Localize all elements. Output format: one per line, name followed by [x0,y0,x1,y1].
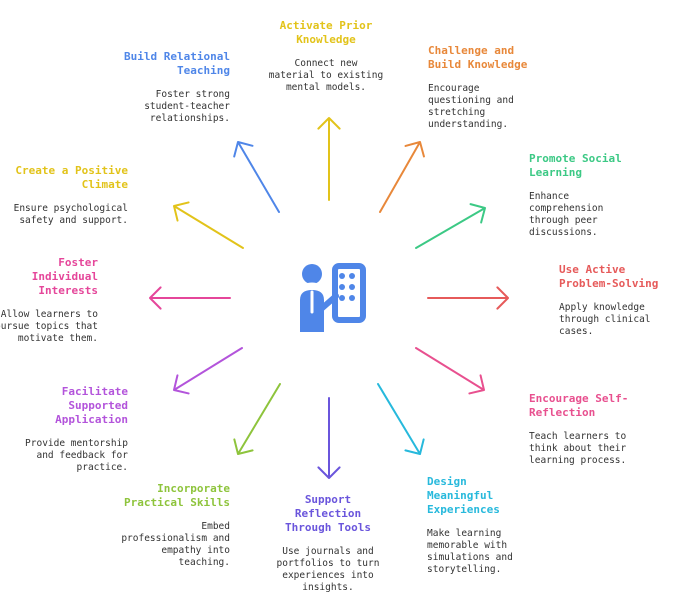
node-title: Incorporate Practical Skills [124,482,230,509]
node-description: Embed professionalism and empathy into t… [121,521,230,568]
arrow [173,201,244,249]
node-design-meaningful-experiences: Design Meaningful Experiences Make learn… [427,475,577,576]
node-build-relational-teaching: Build Relational Teaching Foster strong … [80,50,230,125]
arrow [415,347,485,395]
arrow [317,117,341,201]
node-promote-social-learning: Promote Social Learning Enhance comprehe… [529,152,673,239]
node-description: Connect new material to existing mental … [268,58,384,93]
teacher-at-board-icon [300,263,366,332]
node-description: Teach learners to think about their lear… [529,431,627,466]
node-title: Promote Social Learning [529,152,622,179]
arrow [379,141,425,213]
node-description: Allow learners to pursue topics that mot… [0,309,98,344]
node-title: Design Meaningful Experiences [427,475,500,516]
arrow [149,286,231,310]
node-support-reflection-through-tools: Support Reflection Through Tools Use jou… [253,493,403,594]
node-use-active-problem-solving: Use Active Problem-Solving Apply knowled… [559,263,673,338]
node-foster-individual-interests: Foster Individual Interests Allow learne… [0,256,98,345]
node-title: Build Relational Teaching [124,50,230,77]
node-description: Ensure psychological safety and support. [13,203,128,226]
node-description: Use journals and portfolios to turn expe… [276,546,380,593]
node-description: Make learning memorable with simulations… [427,528,513,575]
node-incorporate-practical-skills: Incorporate Practical Skills Embed profe… [80,482,230,569]
arrow [233,383,281,455]
node-title: Foster Individual Interests [31,256,98,297]
node-description: Encourage questioning and stretching und… [428,83,514,130]
node-title: Challenge and Build Knowledge [428,44,528,71]
arrow [233,141,280,213]
node-description: Foster strong student-teacher relationsh… [144,89,230,124]
node-title: Use Active Problem-Solving [559,263,659,290]
arrow [427,286,509,310]
node-title: Activate Prior Knowledge [279,19,373,46]
node-title: Facilitate Supported Application [55,385,128,426]
node-activate-prior-knowledge: Activate Prior Knowledge Connect new mat… [251,19,401,94]
node-description: Enhance comprehension through peer discu… [529,191,604,238]
node-encourage-self-reflection: Encourage Self- Reflection Teach learner… [529,392,673,467]
node-title: Create a Positive Climate [15,164,128,191]
arrow [415,203,486,249]
node-challenge-build-knowledge: Challenge and Build Knowledge Encourage … [428,44,578,131]
node-description: Provide mentorship and feedback for prac… [25,438,128,473]
arrow [377,383,425,455]
node-facilitate-supported-application: Facilitate Supported Application Provide… [0,385,128,474]
node-create-positive-climate: Create a Positive Climate Ensure psychol… [0,164,128,227]
arrow [317,397,341,479]
node-title: Encourage Self- Reflection [529,392,629,419]
node-title: Support Reflection Through Tools [284,493,372,534]
node-description: Apply knowledge through clinical cases. [559,302,651,337]
arrow [173,347,243,395]
